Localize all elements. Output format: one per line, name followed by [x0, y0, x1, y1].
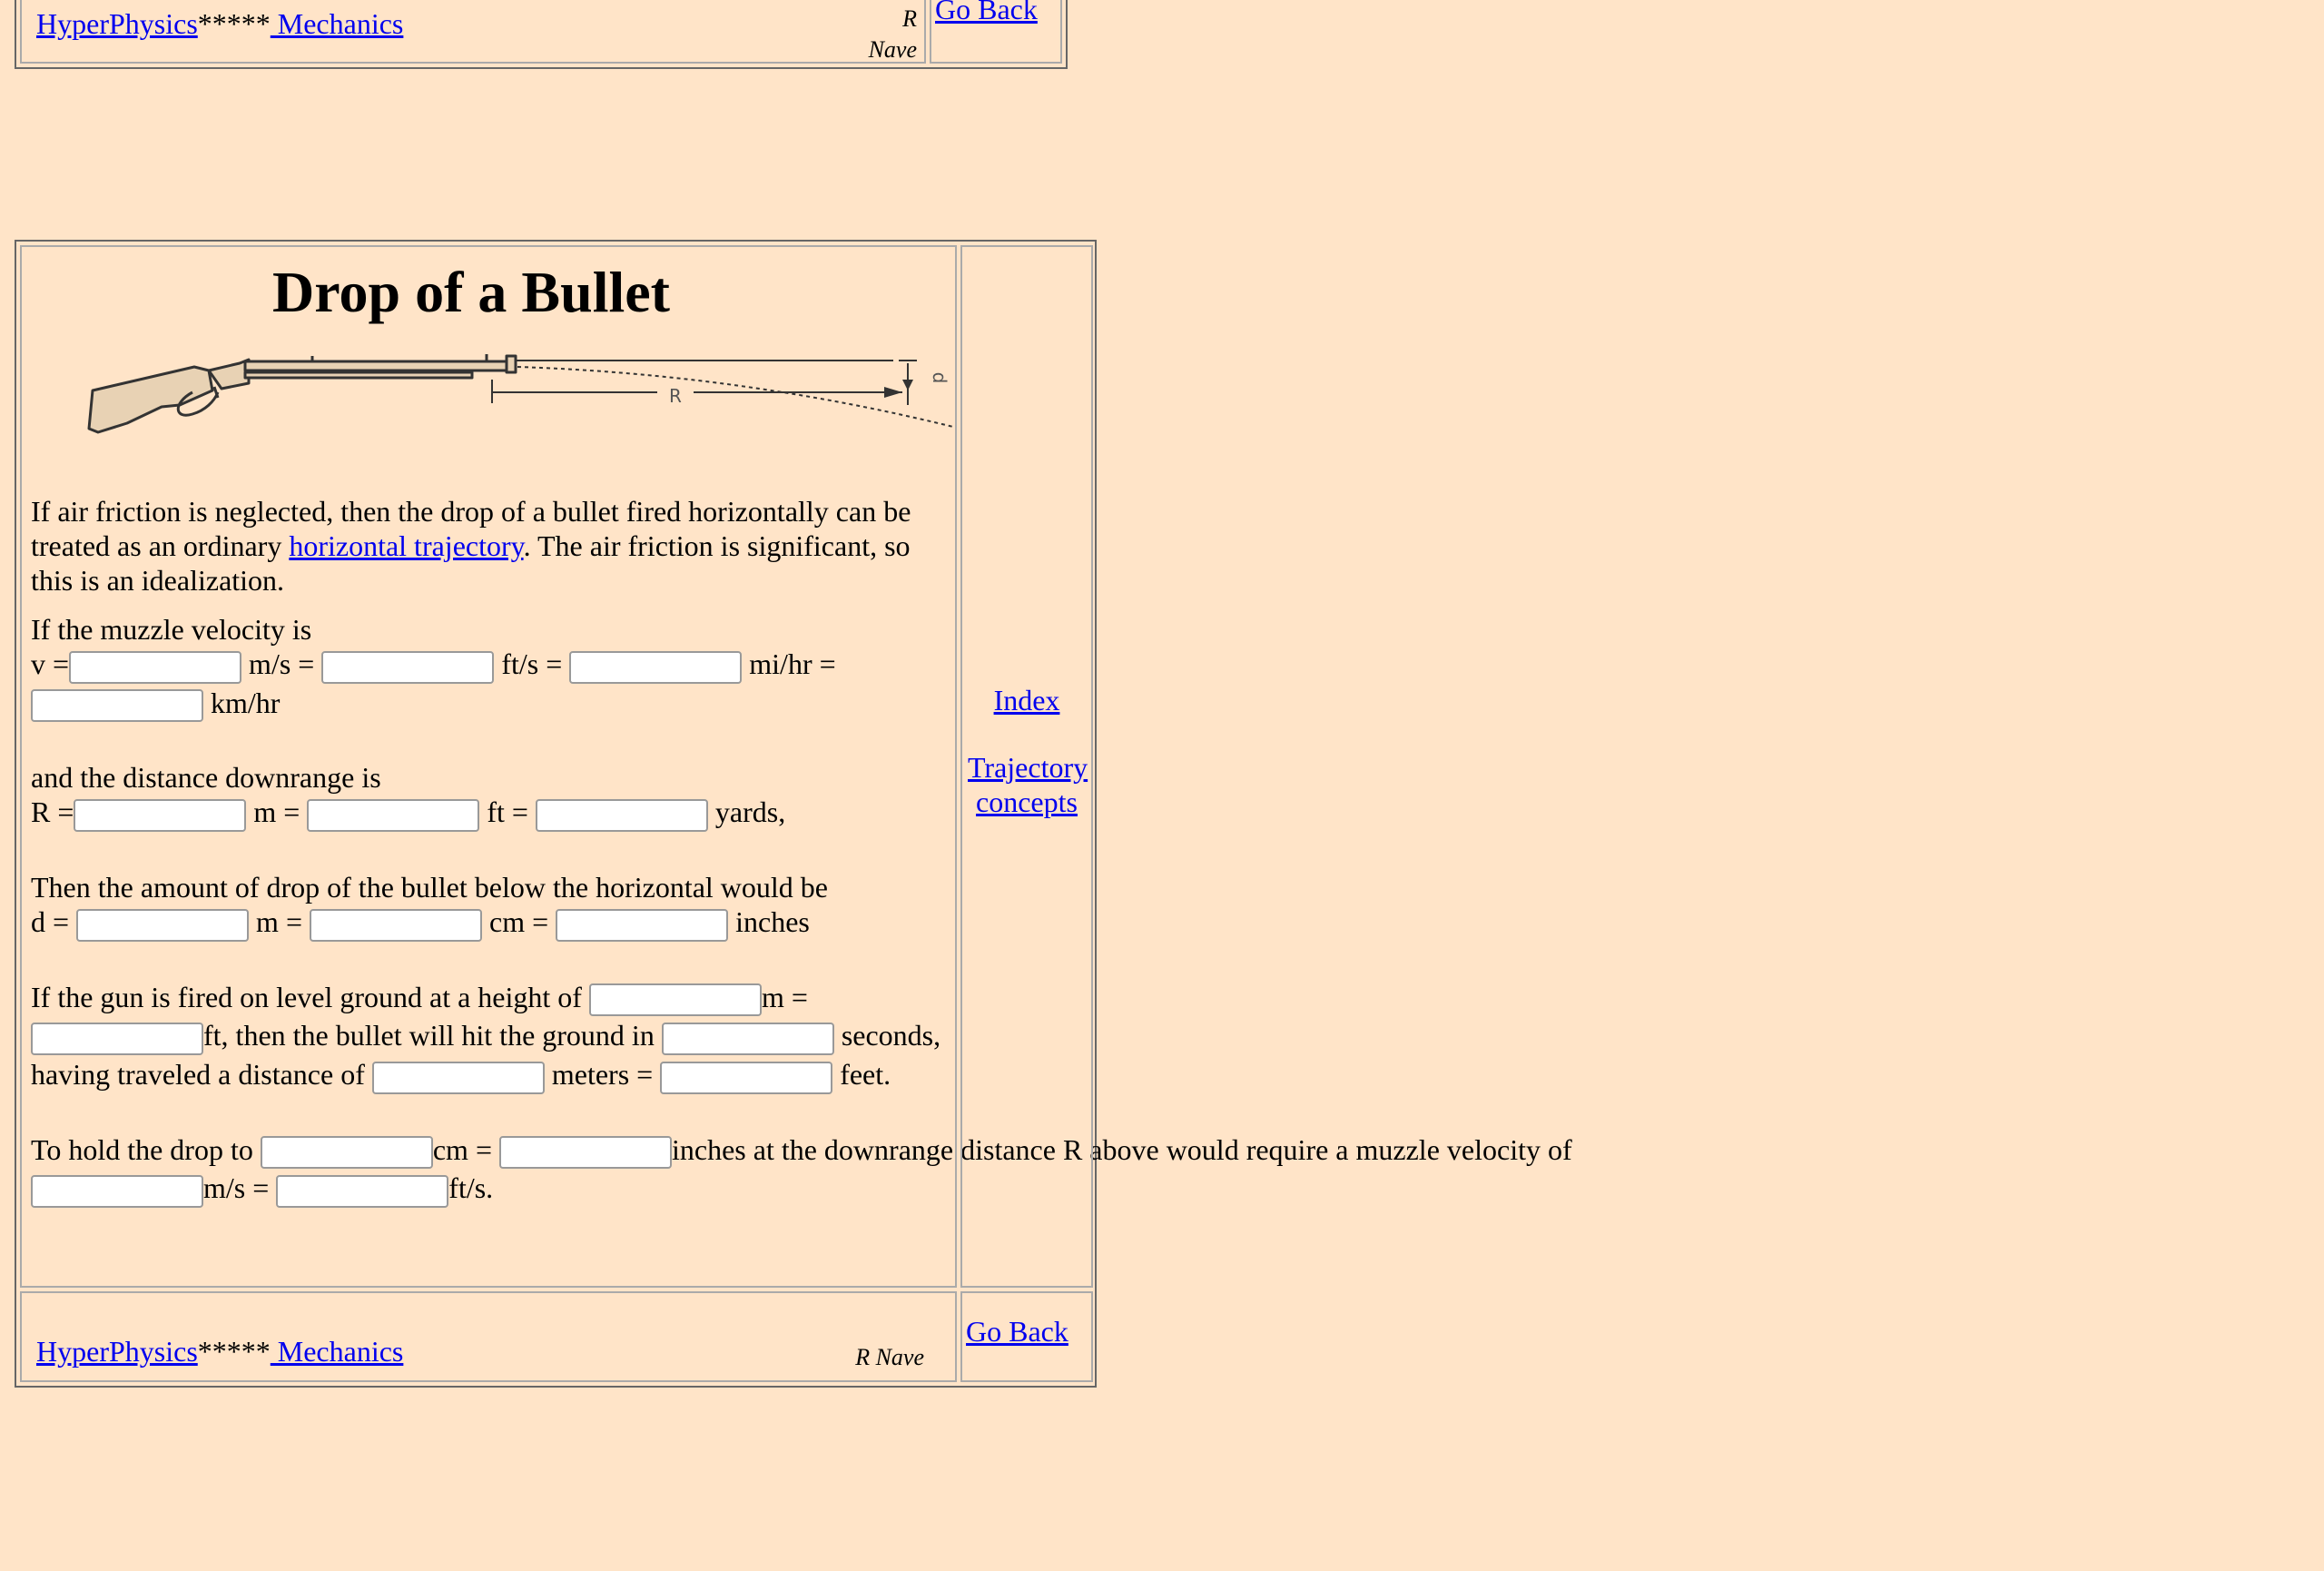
rifle-trajectory-diagram: R d — [87, 354, 954, 434]
required-velocity-ms-input[interactable] — [31, 1174, 203, 1208]
unit-label: m = — [246, 795, 300, 829]
footer-nav-cell: HyperPhysics***** Mechanics R Nave — [20, 1291, 957, 1382]
horizontal-trajectory-link[interactable]: horizontal trajectory — [289, 529, 524, 562]
rifle-icon — [87, 354, 517, 434]
drop-cm-input[interactable] — [309, 908, 482, 942]
author-surname: Nave — [868, 36, 917, 63]
mechanics-link[interactable]: Mechanics — [270, 1335, 404, 1368]
unit-label: seconds, — [833, 1019, 941, 1052]
unit-label: yards, — [707, 795, 786, 829]
velocity-heading: If the muzzle velocity is — [31, 613, 312, 646]
unit-label: ft = — [479, 795, 528, 829]
content: Drop of a Bullet — [31, 247, 1572, 1210]
intro-paragraph: If air friction is neglected, then the d… — [31, 494, 948, 598]
range-m-input[interactable] — [74, 798, 247, 832]
trajectory-curve — [517, 366, 954, 428]
range-ft-input[interactable] — [307, 798, 480, 832]
footer-author-credit: R Nave — [855, 1344, 924, 1370]
drop-section: Then the amount of drop of the bullet be… — [31, 870, 948, 944]
index-link[interactable]: Index — [993, 684, 1060, 716]
unit-label: ft/s. — [448, 1171, 494, 1205]
velocity-kmhr-input[interactable] — [31, 689, 203, 723]
top-nav-links: HyperPhysics***** Mechanics — [36, 7, 403, 41]
range-label: R — [669, 385, 682, 407]
unit-label: m/s = — [203, 1171, 270, 1205]
hold-inches-input[interactable] — [498, 1136, 672, 1170]
drop-label: d — [929, 372, 950, 384]
drop-inches-input[interactable] — [556, 908, 729, 942]
main-table: Drop of a Bullet — [15, 240, 1572, 1388]
time-seconds-input[interactable] — [661, 1022, 834, 1055]
distance-meters-input[interactable] — [371, 1061, 545, 1094]
range-heading: and the distance downrange is — [31, 761, 381, 795]
rating-stars: ***** — [197, 7, 271, 40]
sidebar-links: Index Trajectory concepts — [962, 683, 1091, 819]
unit-label: inches — [728, 904, 810, 938]
go-back-link[interactable]: Go Back — [966, 1315, 1068, 1348]
hold-text-continued: inches at the downrange distance R above… — [671, 1132, 1572, 1166]
height-text-continued: ft, then the bullet will hit the ground … — [203, 1019, 662, 1052]
rating-stars: ***** — [197, 1335, 271, 1368]
intro-text: If air friction is neglected, then the d… — [31, 495, 911, 562]
hyperphysics-link[interactable]: HyperPhysics — [36, 7, 198, 40]
unit-label: ft/s = — [494, 647, 563, 680]
unit-label: m = — [761, 980, 808, 1013]
velocity-ms-input[interactable] — [69, 650, 242, 684]
author-credit: R Nave — [869, 4, 917, 65]
range-prefix: R = — [31, 795, 74, 829]
unit-label: mi/hr = — [742, 647, 836, 680]
unit-label: km/hr — [203, 686, 281, 719]
range-section: and the distance downrange is R = m = ft… — [31, 760, 948, 834]
sidebar-cell: Index Trajectory concepts — [960, 245, 1093, 1288]
unit-label: m = — [249, 904, 302, 938]
top-nav-table: HyperPhysics***** Mechanics R Nave Go Ba… — [15, 0, 1068, 69]
mechanics-link[interactable]: Mechanics — [270, 7, 404, 40]
unit-label: cm = — [432, 1132, 492, 1166]
unit-label: cm = — [481, 904, 549, 938]
drop-m-input[interactable] — [76, 908, 250, 942]
velocity-fts-input[interactable] — [321, 650, 495, 684]
velocity-mihr-input[interactable] — [569, 650, 743, 684]
hold-text: To hold the drop to — [31, 1132, 261, 1166]
page-title: Drop of a Bullet — [272, 260, 670, 324]
intro-text-continued: . The air friction is significant, so th… — [31, 529, 911, 597]
author-initial: R — [902, 5, 917, 32]
height-m-input[interactable] — [588, 983, 762, 1017]
hyperphysics-link[interactable]: HyperPhysics — [36, 1335, 198, 1368]
required-velocity-fts-input[interactable] — [276, 1174, 449, 1208]
unit-label: meters = — [544, 1057, 654, 1091]
footer-go-back-cell: Go Back — [960, 1291, 1093, 1382]
distance-feet-input[interactable] — [660, 1061, 833, 1094]
unit-label: feet. — [832, 1057, 891, 1091]
range-yards-input[interactable] — [535, 798, 708, 832]
height-text: If the gun is fired on level ground at a… — [31, 980, 589, 1013]
content-cell: Drop of a Bullet — [20, 245, 1572, 1288]
footer-nav-links: HyperPhysics***** Mechanics — [36, 1335, 403, 1368]
unit-label: m/s = — [241, 647, 315, 680]
distance-text: having traveled a distance of — [31, 1057, 372, 1091]
go-back-link-top[interactable]: Go Back — [935, 0, 1038, 25]
drop-heading: Then the amount of drop of the bullet be… — [31, 870, 828, 904]
velocity-prefix: v = — [31, 647, 70, 680]
top-go-back-cell: Go Back — [930, 0, 1062, 64]
top-nav-cell: HyperPhysics***** Mechanics R Nave — [20, 0, 926, 64]
trajectory-concepts-link[interactable]: Trajectory concepts — [968, 751, 1088, 818]
height-ft-input[interactable] — [31, 1022, 203, 1055]
hold-drop-section: To hold the drop to cm = inches at the d… — [31, 1132, 1572, 1210]
velocity-section: If the muzzle velocity is v = m/s = ft/s… — [31, 612, 948, 724]
drop-prefix: d = — [31, 904, 70, 938]
hold-cm-input[interactable] — [260, 1136, 433, 1170]
height-section: If the gun is fired on level ground at a… — [31, 980, 948, 1096]
